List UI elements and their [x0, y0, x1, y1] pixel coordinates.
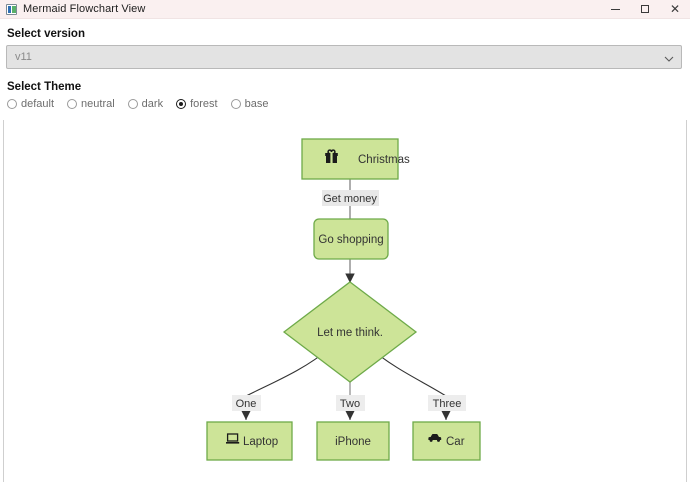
minimize-button[interactable] — [600, 0, 630, 18]
flowchart-svg: Get money One Two Three Christmas — [206, 138, 481, 461]
version-select-value: v11 — [15, 51, 32, 63]
theme-label: Select Theme — [7, 81, 82, 93]
node-car[interactable]: Car — [412, 421, 481, 461]
theme-radio-label: base — [244, 98, 269, 110]
theme-radio-group: default neutral dark forest base — [7, 98, 682, 110]
node-go-shopping[interactable]: Go shopping — [313, 218, 389, 260]
radio-icon — [67, 99, 78, 109]
radio-icon — [230, 99, 241, 109]
window-controls: ✕ — [600, 0, 690, 18]
window-title: Mermaid Flowchart View — [23, 3, 146, 15]
controls-panel: Select version v11 Select Theme default … — [0, 19, 690, 110]
maximize-button[interactable] — [630, 0, 660, 18]
close-button[interactable]: ✕ — [660, 0, 690, 18]
flowchart-canvas[interactable]: Get money One Two Three Christmas — [3, 120, 687, 482]
edge-label-get-money: Get money — [322, 190, 379, 206]
edge-label-three: Three — [428, 395, 466, 411]
maximize-icon — [641, 5, 649, 13]
theme-radio-label: neutral — [81, 98, 115, 110]
theme-radio-label: default — [21, 98, 55, 110]
version-label: Select version — [7, 28, 85, 40]
minimize-icon — [610, 8, 620, 10]
node-label: Laptop — [243, 436, 278, 448]
edge-label-text: Three — [433, 398, 462, 410]
node-label: Christmas — [358, 154, 410, 166]
node-label: iPhone — [335, 436, 371, 448]
version-select[interactable]: v11 — [6, 45, 682, 69]
edge-label-text: One — [236, 398, 257, 410]
car-icon — [428, 434, 442, 442]
close-icon: ✕ — [669, 2, 681, 16]
edge-label-text: Get money — [323, 193, 377, 205]
radio-icon — [7, 99, 17, 109]
gift-icon — [325, 149, 338, 163]
theme-radio-dark[interactable]: dark — [127, 98, 164, 110]
edge-label-text: Two — [340, 398, 360, 410]
edge-label-one: One — [232, 395, 261, 411]
theme-radio-label: forest — [190, 98, 218, 110]
radio-selected-icon — [176, 99, 187, 109]
node-christmas[interactable]: Christmas — [301, 138, 410, 180]
node-let-me-think[interactable]: Let me think. — [282, 281, 418, 383]
node-label: Let me think. — [317, 327, 383, 339]
theme-radio-label: dark — [141, 98, 164, 110]
node-iphone[interactable]: iPhone — [316, 421, 390, 461]
node-label: Go shopping — [318, 234, 383, 246]
laptop-icon — [226, 433, 240, 444]
theme-radio-default[interactable]: default — [7, 98, 54, 110]
chevron-down-icon — [664, 54, 674, 62]
theme-radio-base[interactable]: base — [230, 98, 269, 110]
node-laptop[interactable]: Laptop — [206, 421, 293, 461]
window-titlebar: Mermaid Flowchart View ✕ — [0, 0, 690, 19]
node-label: Car — [446, 436, 465, 448]
theme-radio-forest[interactable]: forest — [176, 98, 218, 110]
app-icon — [6, 3, 17, 15]
theme-radio-neutral[interactable]: neutral — [67, 98, 115, 110]
edge-label-two: Two — [336, 395, 365, 411]
radio-icon — [127, 99, 138, 109]
